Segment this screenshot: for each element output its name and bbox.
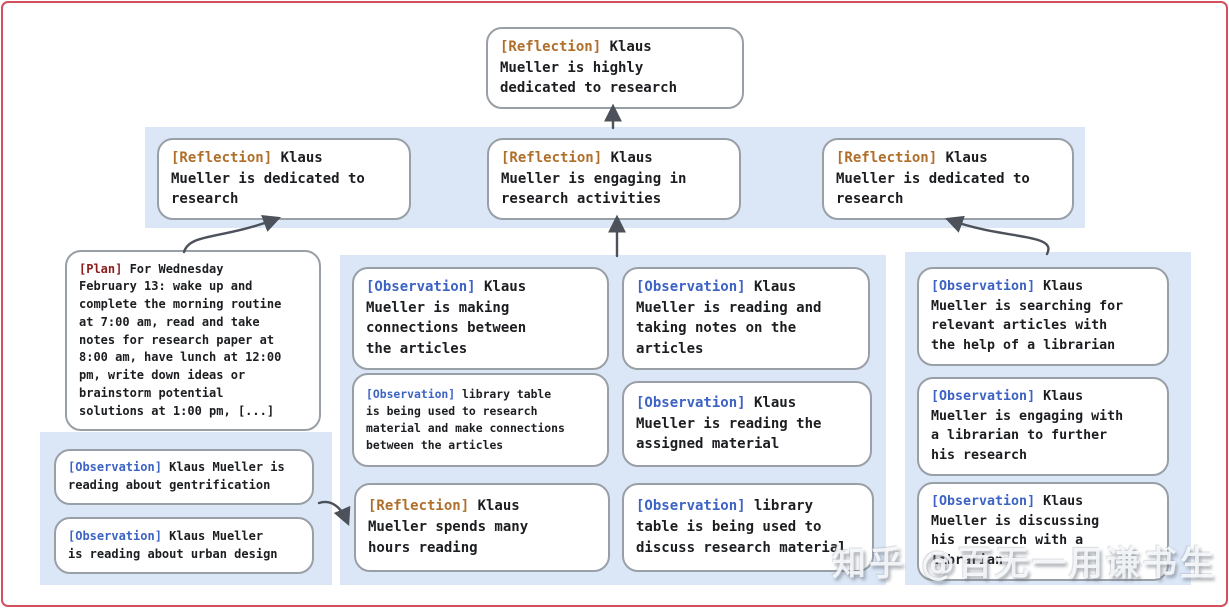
- reflection-tag: [Reflection]: [368, 498, 470, 515]
- plan-tag: [Plan]: [79, 261, 123, 276]
- node-obs-library-research: [Observation]library table is being used…: [352, 373, 609, 467]
- observation-tag: [Observation]: [636, 279, 746, 295]
- node-text: Klaus Mueller is engaging with a librari…: [931, 389, 1124, 464]
- observation-tag: [Observation]: [366, 279, 476, 295]
- node-text: library table is being used to discuss r…: [636, 498, 847, 556]
- reflection-tag: [Reflection]: [836, 150, 938, 166]
- node-text: library table is being used to research …: [366, 387, 565, 452]
- node-text: Klaus Mueller is reading the assigned ma…: [636, 394, 822, 453]
- observation-tag: [Observation]: [366, 387, 456, 402]
- node-text: Klaus Mueller is reading and taking note…: [636, 279, 822, 358]
- reflection-tag: [Reflection]: [501, 150, 603, 166]
- node-obs-taking-notes: [Observation]Klaus Mueller is reading an…: [622, 267, 870, 370]
- observation-tag: [Observation]: [931, 279, 1036, 294]
- node-text: Klaus Mueller is dedicated to research: [836, 150, 1030, 208]
- node-text: Klaus Mueller is engaging in research ac…: [501, 150, 687, 208]
- node-obs-urban-design: [Observation]Klaus Mueller is reading ab…: [54, 517, 314, 574]
- node-text: Klaus Mueller is dedicated to research: [171, 150, 365, 208]
- node-obs-assigned-material: [Observation]Klaus Mueller is reading th…: [622, 381, 872, 467]
- node-text: Klaus Mueller is reading about gentrific…: [68, 460, 285, 492]
- zhihu-watermark: 知乎 @百无一用谦书生: [832, 544, 1217, 584]
- reflection-tag: [Reflection]: [500, 39, 602, 55]
- node-plan: [Plan]For Wednesday February 13: wake up…: [65, 250, 321, 431]
- observation-tag: [Observation]: [636, 394, 746, 411]
- node-branch-mid-reflection: [Reflection]Klaus Mueller is engaging in…: [487, 138, 741, 221]
- observation-tag: [Observation]: [931, 389, 1036, 404]
- observation-tag: [Observation]: [636, 498, 746, 515]
- node-text: Klaus Mueller is discussing his research…: [931, 494, 1100, 569]
- node-obs-discussing-research: [Observation]Klaus Mueller is discussing…: [917, 482, 1169, 581]
- node-text: For Wednesday February 13: wake up and c…: [79, 261, 282, 418]
- node-text: Klaus Mueller is searching for relevant …: [931, 279, 1124, 354]
- reflection-tag: [Reflection]: [171, 150, 273, 166]
- node-obs-gentrification: [Observation]Klaus Mueller is reading ab…: [54, 449, 314, 505]
- node-text: Klaus Mueller is making connections betw…: [366, 279, 527, 358]
- node-refl-hours-reading: [Reflection]Klaus Mueller spends many ho…: [354, 483, 610, 572]
- node-obs-connections: [Observation]Klaus Mueller is making con…: [352, 267, 609, 370]
- observation-tag: [Observation]: [68, 528, 162, 543]
- observation-tag: [Observation]: [931, 494, 1036, 509]
- node-root-reflection: [Reflection]Klaus Mueller is highly dedi…: [486, 27, 744, 110]
- node-obs-library-discuss: [Observation]library table is being used…: [622, 483, 874, 572]
- node-obs-engaging-librarian: [Observation]Klaus Mueller is engaging w…: [917, 377, 1169, 476]
- node-text: Klaus Mueller is reading about urban des…: [68, 528, 278, 561]
- node-text: Klaus Mueller is highly dedicated to res…: [500, 39, 678, 97]
- node-obs-searching-articles: [Observation]Klaus Mueller is searching …: [917, 267, 1169, 366]
- node-branch-right-reflection: [Reflection]Klaus Mueller is dedicated t…: [822, 138, 1074, 221]
- node-text: Klaus Mueller spends many hours reading: [368, 498, 529, 556]
- observation-tag: [Observation]: [68, 460, 162, 475]
- node-branch-left-reflection: [Reflection]Klaus Mueller is dedicated t…: [157, 138, 411, 221]
